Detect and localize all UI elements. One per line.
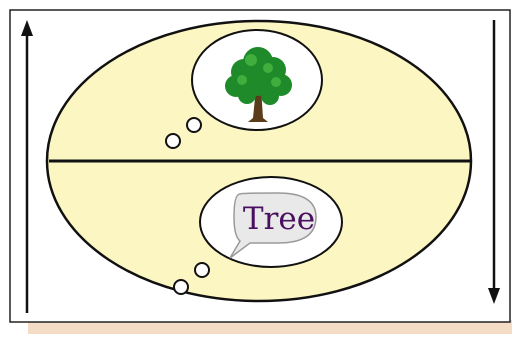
sign-word-label: Tree — [243, 201, 315, 237]
word-speech-bubble: Tree — [229, 192, 317, 259]
arrow-down-icon — [488, 20, 500, 304]
frame-shadow — [28, 320, 512, 334]
arrow-up-icon — [21, 20, 33, 313]
tree-icon — [225, 47, 292, 122]
